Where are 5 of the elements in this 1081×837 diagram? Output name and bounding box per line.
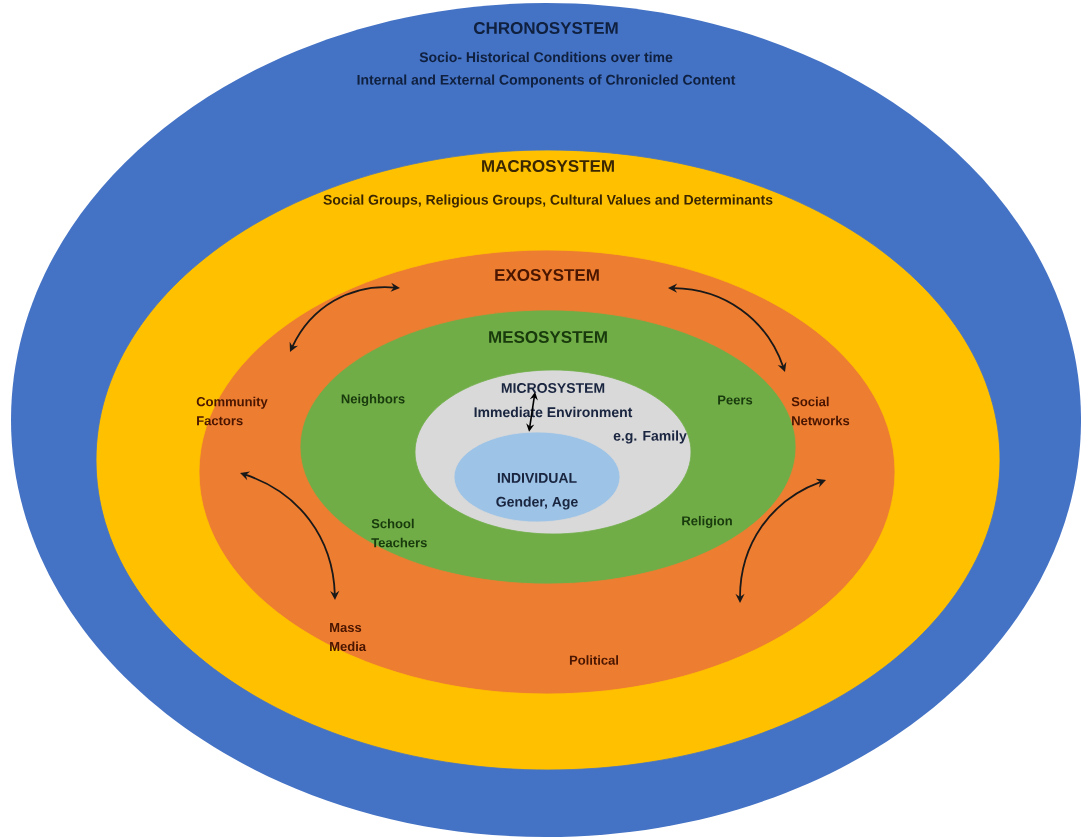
system-label: Community Factors bbox=[196, 396, 268, 426]
system-label: Mass Media bbox=[330, 622, 367, 652]
system-label: Political bbox=[569, 655, 618, 665]
system-label: Peers bbox=[718, 395, 753, 405]
system-label: Neighbors bbox=[341, 393, 405, 407]
